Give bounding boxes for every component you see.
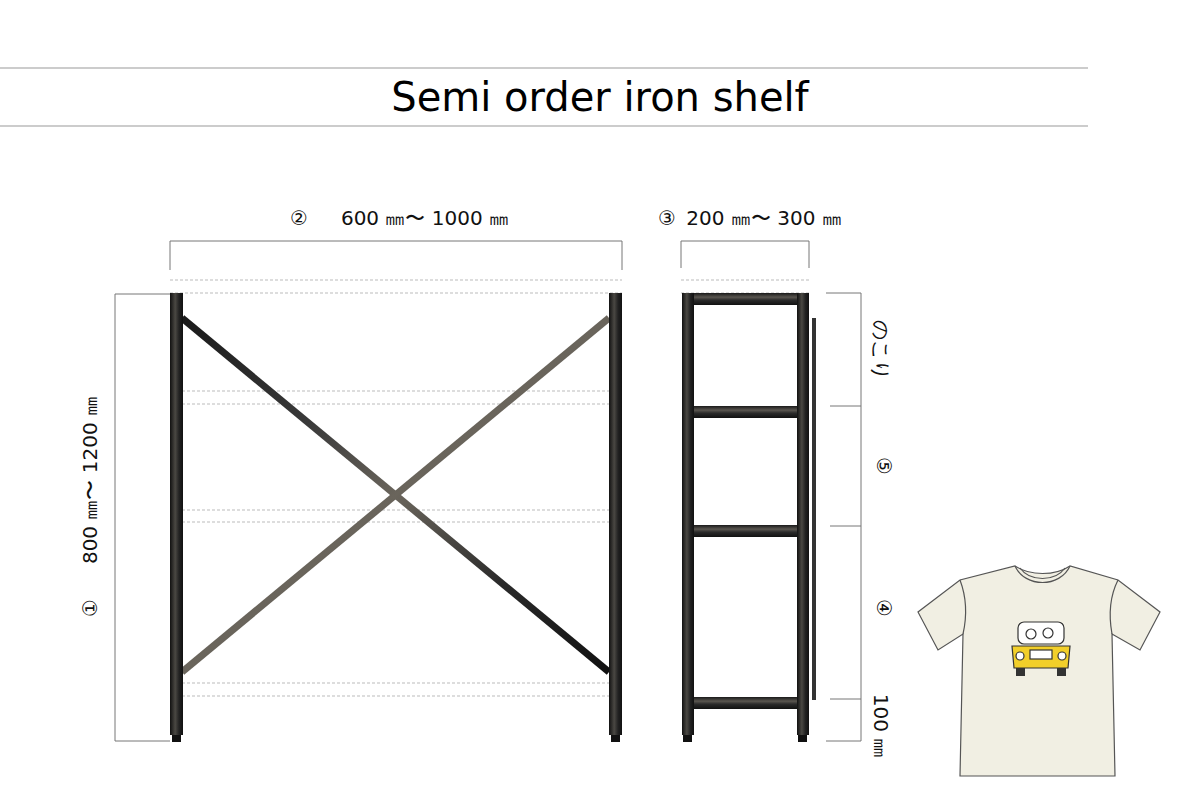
front-frame — [170, 293, 622, 742]
dimension-label: 600 ㎜〜 1000 ㎜ — [341, 208, 509, 228]
title-rule — [0, 67, 1088, 68]
callout-number: ⑤ — [874, 457, 894, 475]
section-label: のこり — [871, 320, 891, 380]
shelf-board-outline — [170, 280, 809, 696]
tshirt-illustration — [918, 566, 1160, 776]
dimension-label: 100 ㎜ — [871, 694, 891, 759]
callout-number: ④ — [874, 599, 894, 617]
dimension-bracket — [115, 241, 861, 741]
dimension-label: 800 ㎜〜 1200 ㎜ — [80, 396, 100, 564]
dimension-label: 200 ㎜〜 300 ㎜ — [686, 208, 841, 228]
callout-number: ③ — [658, 208, 676, 228]
side-frame — [682, 293, 816, 742]
callout-number: ② — [290, 208, 308, 228]
page-title: Semi order iron shelf — [0, 74, 1200, 120]
title-rule — [0, 125, 1088, 126]
callout-number: ① — [80, 599, 100, 617]
